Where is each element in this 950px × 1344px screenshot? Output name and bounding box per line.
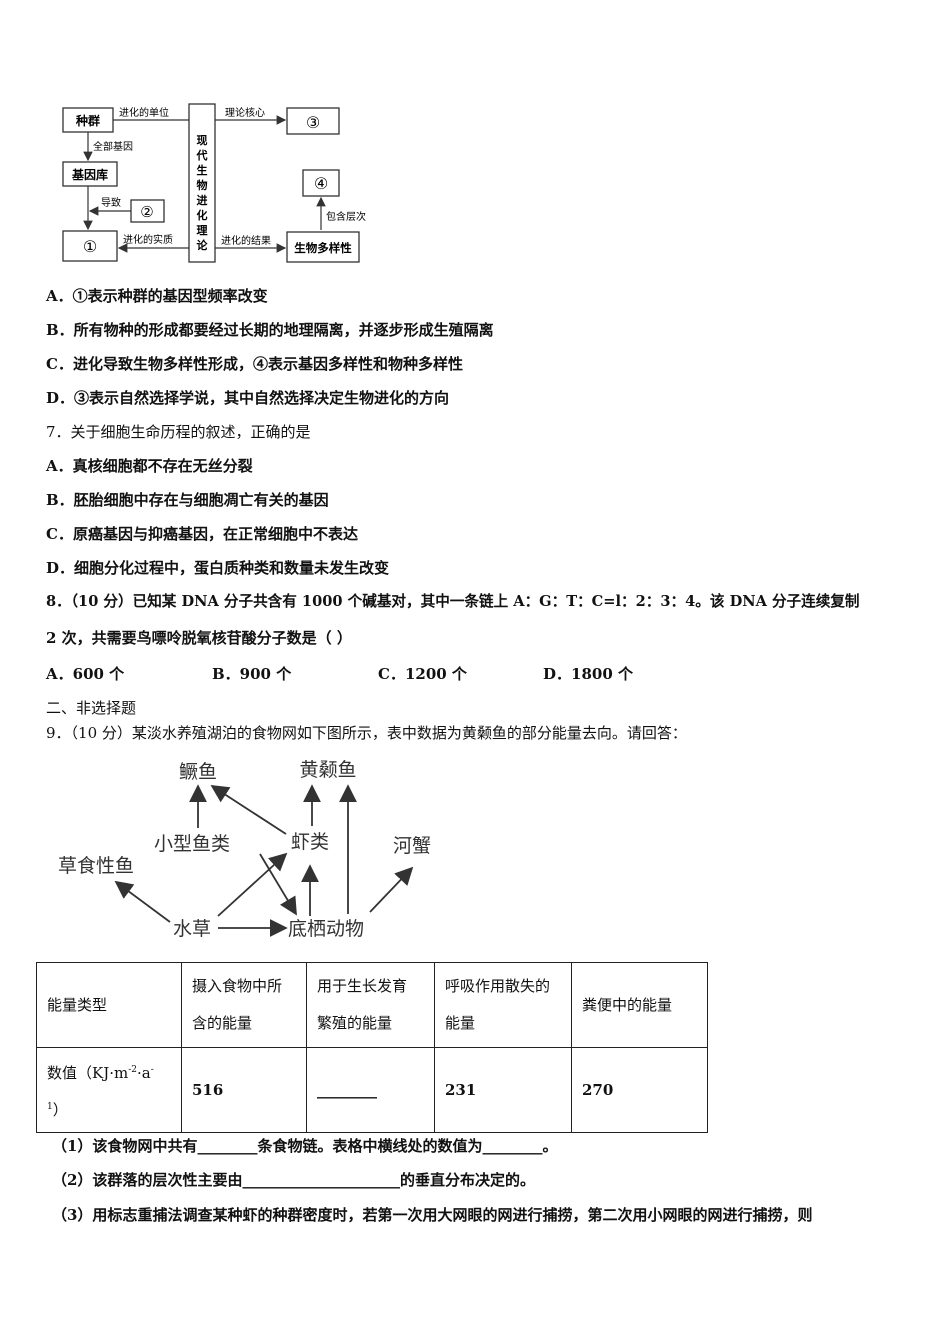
q6-option-c: C．进化导致生物多样性形成，④表示基因多样性和物种多样性 (46, 355, 463, 373)
th-growth: 用于生长发育繁殖的能量 (306, 962, 435, 1048)
zhongqun-label: 种群 (75, 113, 100, 128)
q6-option-d: D．③表示自然选择学说，其中自然选择决定生物进化的方向 (46, 389, 450, 407)
table-row: 数值（KJ·m-2·a-1） 516 ________ 231 270 (36, 1047, 708, 1133)
arrow-shuicao-to-xia (217, 852, 288, 917)
circle4-label: ④ (314, 174, 328, 193)
jiyinku-label: 基因库 (71, 167, 108, 182)
energy-table: 能量类型 摄入食物中所含的能量 用于生长发育繁殖的能量 呼吸作用散失的能量 粪便… (36, 962, 708, 1133)
q6-option-a: A．①表示种群的基因型频率改变 (46, 287, 268, 305)
q8-option-d: D．1800 个 (543, 665, 633, 683)
huangsangyu-node: 黄颡鱼 (299, 759, 356, 781)
arrow-xiaoxing-to-diqi (259, 853, 297, 916)
q8-stem-line2: 2 次，共需要鸟嘌呤脱氧核苷酸分子数是（ ） (46, 629, 352, 647)
biodiversity-label: 生物多样性 (294, 241, 352, 255)
hexie-node: 河蟹 (393, 835, 431, 857)
circle4-box (302, 169, 340, 197)
q8-stem-line1: 8．（10 分）已知某 DNA 分子共含有 1000 个碱基对，其中一条链上 A… (46, 593, 860, 610)
svg-text:理: 理 (197, 224, 208, 237)
svg-text:论: 论 (197, 238, 209, 252)
circle2-label: ② (140, 203, 153, 221)
food-web-diagram: 鳜鱼 黄颡鱼 小型鱼类 虾类 河蟹 草食性鱼 水草 底栖动物 (58, 759, 431, 940)
circle3-box (286, 107, 340, 135)
quanbu-jiyin-label: 全部基因 (93, 140, 133, 153)
q9-sub2: （2）该群落的层次性主要由_____________________的垂直分布决… (52, 1171, 535, 1189)
section-heading: 二、非选择题 (46, 699, 137, 717)
th-respiration: 呼吸作用散失的能量 (434, 962, 572, 1048)
jinhua-danwei-label: 进化的单位 (119, 106, 169, 119)
arrow-diqi-to-hexie (369, 866, 414, 913)
circle1-box (62, 230, 118, 262)
shuicao-node: 水草 (173, 918, 211, 940)
q9-sub3: （3）用标志重捕法调查某种虾的种群密度时，若第一次用大网眼的网进行捕捞，第二次用… (52, 1206, 813, 1224)
center-vertical-label: 现 代 生 物 进 化 理 论 (196, 134, 209, 252)
center-box (188, 103, 216, 263)
guiyu-node: 鳜鱼 (179, 761, 217, 783)
caoshixingyu-node: 草食性鱼 (58, 855, 134, 877)
daozhi-label: 导致 (101, 196, 121, 209)
svg-text:现: 现 (197, 134, 208, 147)
td-intake-value: 516 (181, 1047, 307, 1133)
xiaoxing-yulei-node: 小型鱼类 (154, 833, 230, 855)
diqi-dongwu-node: 底栖动物 (288, 918, 364, 940)
evolution-concept-diagram: 种群 进化的单位 全部基因 基因库 导致 ② ① 进化的实质 现 代 生 物 进… (62, 103, 366, 263)
q8-option-a: A．600 个 (46, 665, 125, 683)
table-header-row: 能量类型 摄入食物中所含的能量 用于生长发育繁殖的能量 呼吸作用散失的能量 粪便… (36, 962, 708, 1048)
td-respiration-value: 231 (434, 1047, 572, 1133)
q7-stem: 7．关于细胞生命历程的叙述，正确的是 (46, 423, 311, 441)
q8-option-b: B．900 个 (212, 665, 292, 683)
q7-option-b: B．胚胎细胞中存在与细胞凋亡有关的基因 (46, 491, 329, 509)
th-intake: 摄入食物中所含的能量 (181, 962, 307, 1048)
biodiversity-box (286, 231, 360, 263)
lilun-hexin-label: 理论核心 (225, 106, 265, 119)
q7-option-d: D．细胞分化过程中，蛋白质种类和数量未发生改变 (46, 559, 390, 577)
svg-text:代: 代 (196, 148, 208, 162)
circle1-label: ① (83, 237, 97, 256)
svg-text:生: 生 (197, 163, 208, 177)
q7-option-a: A．真核细胞都不存在无丝分裂 (46, 457, 253, 475)
xialei-node: 虾类 (291, 831, 329, 853)
baohan-cengci-label: 包含层次 (326, 210, 366, 223)
arrow-shuicao-to-caoshi (114, 880, 171, 923)
td-feces-value: 270 (571, 1047, 708, 1133)
jinhua-jieguo-label: 进化的结果 (221, 234, 271, 247)
q9-sub1: （1）该食物网中共有________条食物链。表格中横线处的数值为_______… (52, 1137, 558, 1155)
th-energy-type: 能量类型 (36, 962, 182, 1048)
svg-text:进: 进 (197, 193, 208, 207)
td-growth-value: ________ (306, 1047, 435, 1133)
q9-stem: 9．（10 分）某淡水养殖湖泊的食物网如下图所示，表中数据为黄颡鱼的部分能量去向… (46, 724, 687, 742)
svg-text:物: 物 (197, 178, 208, 192)
q8-option-c: C．1200 个 (378, 665, 467, 683)
jiyinku-box (62, 161, 118, 187)
q6-option-b: B．所有物种的形成都要经过长期的地理隔离，并逐步形成生殖隔离 (46, 321, 494, 339)
arrow-xia-to-guiyu (210, 785, 287, 835)
jinhua-shizhi-label: 进化的实质 (123, 233, 173, 246)
q7-option-c: C．原癌基因与抑癌基因，在正常细胞中不表达 (46, 525, 358, 543)
th-feces: 粪便中的能量 (571, 962, 708, 1048)
circle3-label: ③ (306, 113, 320, 132)
svg-text:化: 化 (197, 208, 208, 222)
td-value-label: 数值（KJ·m-2·a-1） (36, 1047, 182, 1133)
